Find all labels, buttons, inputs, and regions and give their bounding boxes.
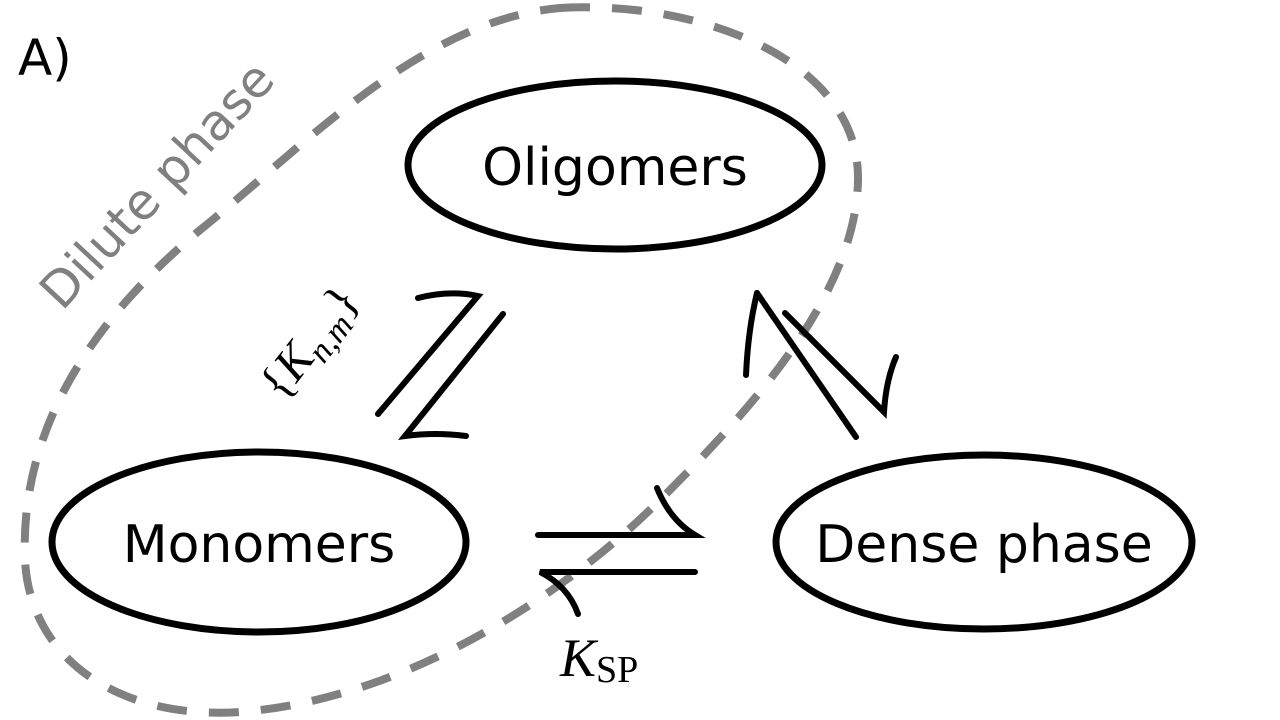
knm-constant-label: {Kn,m} <box>249 275 375 413</box>
dense-phase-node <box>772 451 1196 633</box>
equilibrium-arrow-monomers-oligomers <box>375 290 506 440</box>
svg-text:{Kn,m}: {Kn,m} <box>249 275 375 413</box>
monomers-label: Monomers <box>123 515 396 575</box>
panel-label: A) <box>18 29 72 87</box>
equilibrium-arrow-monomers-dense <box>535 485 706 617</box>
monomers-node <box>48 448 470 636</box>
ksp-subscript: SP <box>596 649 638 691</box>
ksp-constant-label: KSP <box>559 628 638 691</box>
dense-phase-label: Dense phase <box>815 515 1153 575</box>
equilibrium-arrow-oligomers-dense <box>743 290 899 440</box>
dilute-phase-label: Dilute phase <box>28 50 285 320</box>
ksp-symbol: K <box>559 628 599 688</box>
dilute-phase-boundary <box>20 3 863 717</box>
oligomers-label: Oligomers <box>482 138 748 198</box>
oligomers-node <box>404 77 826 253</box>
